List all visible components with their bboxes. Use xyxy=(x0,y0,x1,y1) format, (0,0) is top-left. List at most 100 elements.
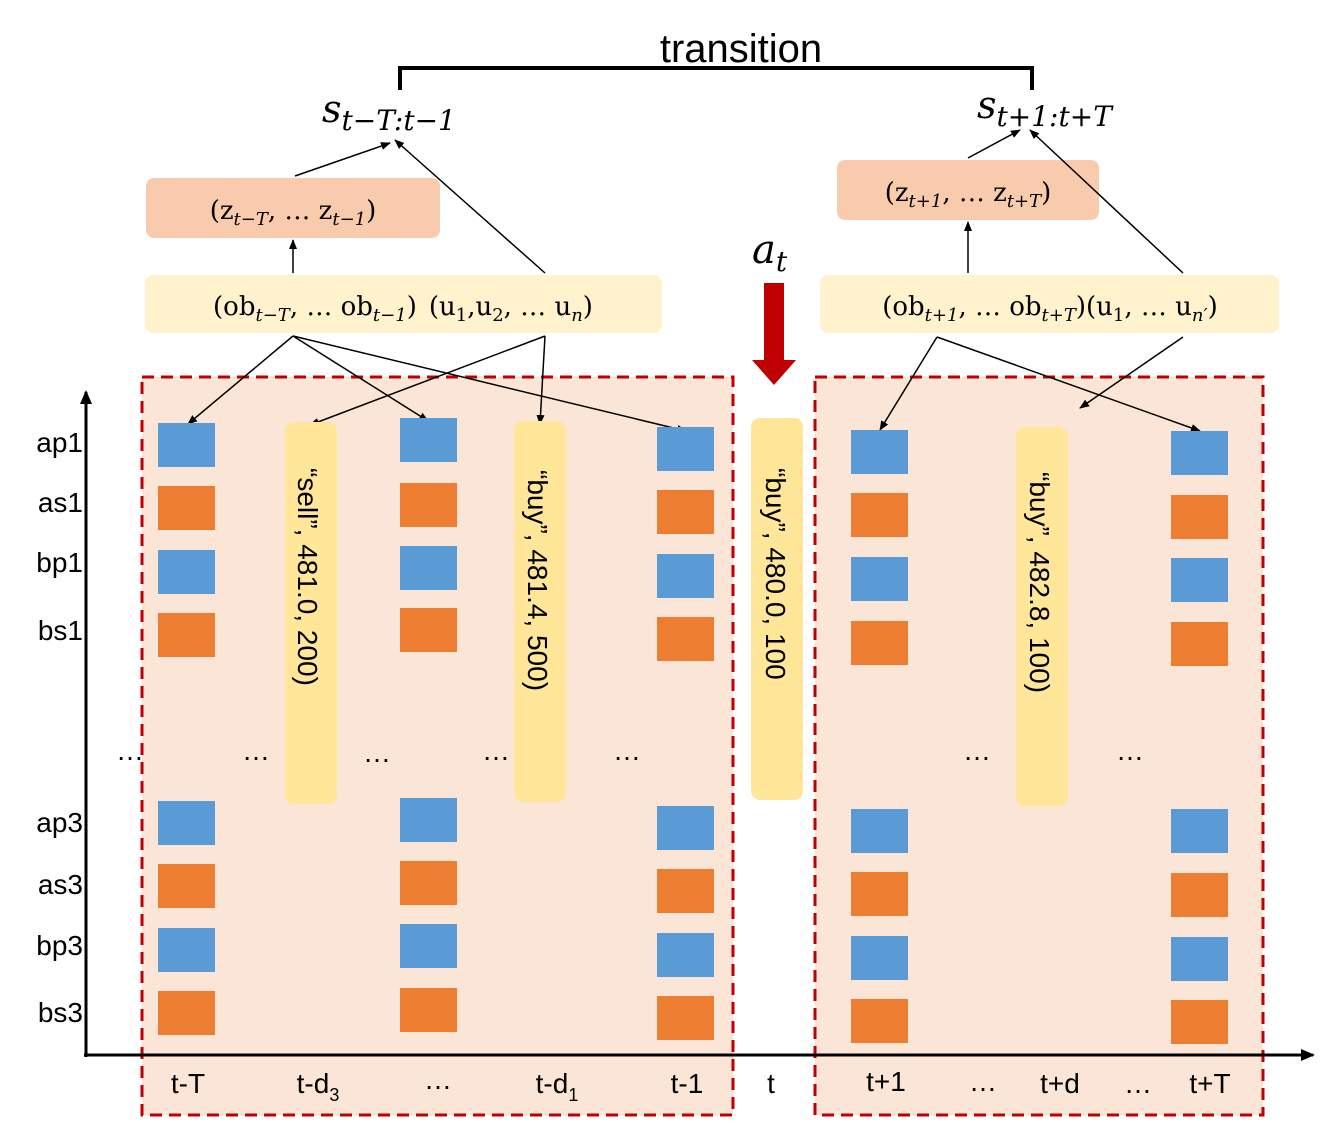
x-label-td3: t-d3 xyxy=(297,1068,340,1105)
arrow-user-to-state-left xyxy=(394,139,546,274)
transition-label: transition xyxy=(660,27,822,71)
size-square xyxy=(400,483,457,527)
action-order-text: “buy”, 480.0, 100 xyxy=(760,468,791,680)
arrow-user-to-buy-right xyxy=(1079,336,1184,409)
x-label-tpd: t+d xyxy=(1040,1068,1080,1099)
price-square xyxy=(158,928,215,972)
size-square xyxy=(400,988,457,1032)
ellipsis: … xyxy=(613,735,641,766)
size-square xyxy=(851,872,908,916)
arrow-user-to-state-right xyxy=(1029,129,1184,274)
sell-order-pill xyxy=(285,422,337,804)
size-square xyxy=(1171,495,1228,539)
row-label: as1 xyxy=(38,487,83,518)
price-square xyxy=(851,557,908,601)
row-label: ap3 xyxy=(36,807,83,838)
size-square xyxy=(400,861,457,905)
sell-order-text: “sell”, 481.0, 200) xyxy=(292,468,323,686)
row-label: bs3 xyxy=(38,997,83,1028)
ellipsis: … xyxy=(116,735,144,766)
buy-order-text-left: “buy”, 481.4, 500) xyxy=(522,470,553,691)
price-square xyxy=(657,933,714,977)
size-square xyxy=(657,617,714,661)
price-square xyxy=(657,554,714,598)
price-square xyxy=(1171,431,1228,475)
x-label-td1: t-d1 xyxy=(536,1068,579,1105)
price-square xyxy=(158,801,215,845)
price-square xyxy=(851,936,908,980)
size-square xyxy=(1171,622,1228,666)
ellipsis: … xyxy=(482,735,510,766)
connector-arrows xyxy=(187,129,1201,433)
row-label: as3 xyxy=(38,869,83,900)
x-label-dots3: … xyxy=(1124,1068,1152,1099)
latent-label-right: (zt+1, … zt+T) xyxy=(885,178,1052,212)
row-label: bp1 xyxy=(36,547,83,578)
ellipsis: … xyxy=(963,735,991,766)
x-label-dots2: … xyxy=(969,1066,997,1097)
latent-box-right xyxy=(837,160,1099,220)
x-label-dots1: … xyxy=(424,1064,452,1095)
size-square xyxy=(158,991,215,1035)
price-square xyxy=(400,546,457,590)
arrow-user-to-sell xyxy=(309,335,546,426)
state-left-label: st−T:t−1 xyxy=(322,87,456,137)
size-square xyxy=(158,864,215,908)
observation-label-left: (obt−T, … obt−1)(u1,u2, … un) xyxy=(213,292,593,326)
observation-label-right: (obt+1, … obt+T)(u1, … un′) xyxy=(882,292,1218,326)
size-square xyxy=(657,869,714,913)
arrow-latent-to-state-right xyxy=(967,129,1021,159)
buy-order-pill-left xyxy=(514,421,566,802)
action-arrow xyxy=(752,283,796,385)
x-label-tp1: t+1 xyxy=(866,1066,906,1097)
arrow-obs-to-tdx xyxy=(292,335,429,422)
latent-label-left: (zt−T, … zt−1) xyxy=(210,196,377,230)
price-square xyxy=(400,798,457,842)
arrow-obs-to-tpT xyxy=(936,336,1201,432)
row-label: bs1 xyxy=(38,615,83,646)
price-square xyxy=(158,423,215,467)
size-square xyxy=(657,490,714,534)
transition-bracket xyxy=(398,66,1034,90)
arrow-user-to-buy xyxy=(536,335,546,425)
x-label-tpT: t+T xyxy=(1189,1068,1230,1099)
size-square xyxy=(158,486,215,530)
x-label-t: t xyxy=(767,1068,775,1099)
observation-box-left xyxy=(145,275,662,333)
buy-order-text-right: “buy”, 482.8, 100) xyxy=(1024,472,1055,693)
observation-box-right xyxy=(820,275,1279,333)
price-square xyxy=(1171,809,1228,853)
arrow-obs-to-tp1 xyxy=(879,336,938,431)
size-square xyxy=(657,996,714,1040)
arrow-obs-to-tT xyxy=(187,335,294,425)
price-square xyxy=(1171,558,1228,602)
price-square xyxy=(851,809,908,853)
x-axis-labels: t-T t-d3 … t-d1 t-1 t t+1 … t+d … t+T xyxy=(171,1064,1231,1105)
row-labels: ap1 as1 bp1 bs1 ap3 as3 bp3 bs3 xyxy=(36,427,83,1028)
x-label-tm1: t-1 xyxy=(671,1068,704,1099)
row-label: bp3 xyxy=(36,930,83,961)
size-square xyxy=(1171,1000,1228,1044)
row-label: ap1 xyxy=(36,427,83,458)
state-right-label: st+1:t+T xyxy=(977,83,1114,133)
arrow-latent-to-state-left xyxy=(294,142,391,177)
latent-box-left xyxy=(146,178,440,238)
price-square xyxy=(400,924,457,968)
x-label-tT: t-T xyxy=(171,1068,205,1099)
size-square xyxy=(158,613,215,657)
arrow-obs-to-tm1 xyxy=(292,335,687,433)
price-square xyxy=(851,430,908,474)
buy-order-pill-right xyxy=(1016,427,1068,806)
size-square xyxy=(1171,873,1228,917)
size-square xyxy=(851,493,908,537)
price-square xyxy=(158,550,215,594)
ellipses: … … … … … … … xyxy=(116,735,1144,768)
price-square xyxy=(657,806,714,850)
size-square xyxy=(400,608,457,652)
price-square xyxy=(657,427,714,471)
price-square xyxy=(1171,937,1228,981)
ellipsis: … xyxy=(1116,735,1144,766)
action-order-pill xyxy=(751,418,803,800)
